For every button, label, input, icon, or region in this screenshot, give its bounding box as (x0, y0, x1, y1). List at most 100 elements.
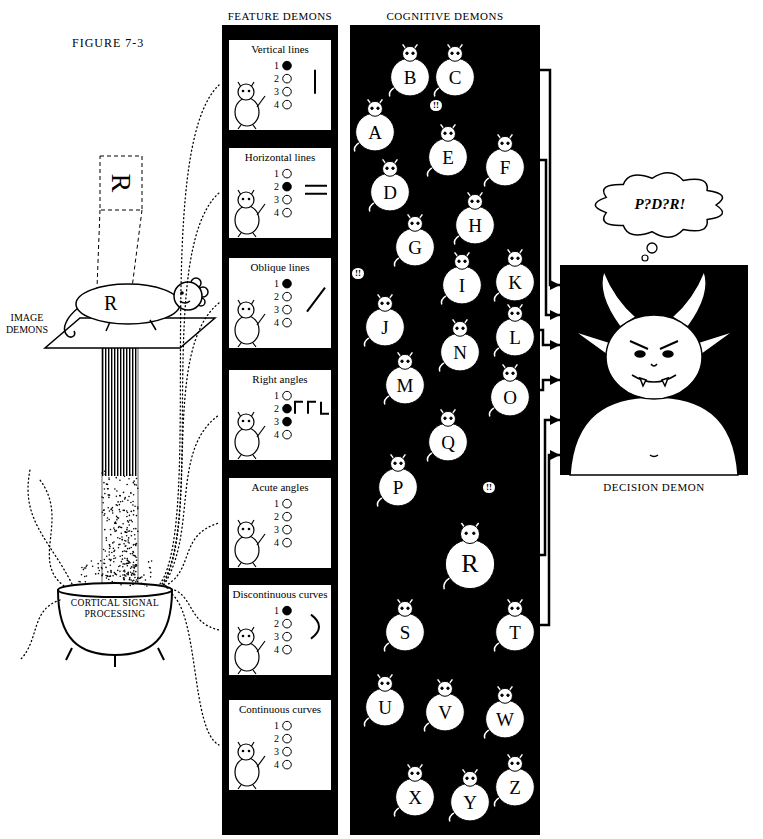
letter-node: X (393, 763, 437, 817)
feature-number: 4 (269, 207, 279, 219)
speckle (116, 495, 118, 497)
demon-eye (511, 257, 513, 259)
feature-number: 4 (269, 537, 279, 549)
speckle (114, 573, 116, 575)
demon-tail (354, 142, 359, 151)
demon-eye (242, 308, 245, 311)
indicator-dot (283, 632, 292, 641)
demon-eye (635, 351, 645, 357)
demon-eye (411, 772, 413, 774)
speckle (135, 571, 137, 573)
letter-node: V (423, 678, 467, 732)
demon-tail (484, 177, 489, 186)
speckle (104, 488, 106, 490)
demon-eye (417, 772, 419, 774)
speckle (126, 558, 128, 560)
demon-head (238, 629, 254, 645)
letter-node: Y (448, 768, 492, 822)
indicator-dot (283, 404, 292, 413)
speckle (107, 517, 109, 519)
speckle (105, 537, 107, 539)
speckle (119, 555, 121, 557)
speckle (103, 509, 105, 511)
image-demon (45, 278, 215, 348)
demon-eye (663, 351, 673, 357)
feature-number: 4 (269, 317, 279, 329)
demon-eye (450, 417, 452, 419)
speckle (85, 565, 87, 567)
speech-bubble: !! (483, 482, 495, 493)
demon-eye (507, 694, 509, 696)
feature-number: 3 (269, 194, 279, 206)
demon-eye (473, 532, 475, 534)
demon-head (448, 46, 463, 61)
demon-letter: G (393, 238, 437, 257)
speckle (108, 497, 110, 499)
demon-eye (242, 635, 245, 638)
speckle (124, 550, 126, 552)
demon-head (463, 771, 478, 786)
speckle (118, 526, 120, 528)
demon-eye (242, 90, 245, 93)
speckle (110, 534, 112, 536)
demon-eye (501, 142, 503, 144)
feature-title: Right angles (232, 373, 328, 386)
demon-body (235, 206, 259, 234)
indicator-dot (283, 100, 292, 109)
speckle (117, 570, 119, 572)
feature-number: 2 (269, 733, 279, 745)
column-edge (102, 326, 138, 585)
speckle (133, 567, 135, 569)
demon-body (235, 758, 259, 786)
feature-number: 1 (269, 605, 279, 617)
speckle (125, 575, 127, 577)
speckle (123, 577, 125, 579)
demon-eye (394, 462, 396, 464)
speckle (104, 470, 106, 472)
speckle (130, 492, 132, 494)
speckle (121, 539, 123, 541)
speckle (85, 581, 87, 583)
demon-tail (439, 362, 444, 371)
speckle (106, 520, 108, 522)
feature-node: Right angles1234 (229, 370, 331, 460)
speckle (108, 579, 110, 581)
demon-body (570, 397, 738, 475)
speckle (135, 581, 137, 583)
demon-letter: E (426, 148, 470, 167)
decision-thought: P?D?R! (612, 195, 708, 213)
speckle (122, 558, 124, 560)
speckle (119, 571, 121, 573)
speckle (125, 531, 127, 533)
image-letter: R (104, 291, 117, 315)
speckle (133, 480, 135, 482)
band-node: COGNITIVE DEMONSABCDEFGHIJKLMNOPQRSTUVWX… (350, 25, 540, 835)
speckle (104, 559, 106, 561)
indicator-dot (283, 512, 292, 521)
projected-letter: R (104, 170, 138, 196)
demon-eye (417, 222, 419, 224)
speckle (129, 578, 131, 580)
speckle (122, 509, 124, 511)
speckle (119, 575, 121, 577)
letter-node: F (483, 133, 527, 187)
decision-node: DECISION DEMON (560, 265, 748, 475)
speckle (119, 538, 121, 540)
speckle (126, 516, 128, 518)
speech-bubble: !! (352, 268, 364, 279)
speckle (78, 581, 80, 583)
speckle (130, 553, 132, 555)
feature-number: 2 (269, 618, 279, 630)
speckle (115, 523, 117, 525)
speckles (78, 470, 152, 586)
demon-head (408, 766, 423, 781)
indicator-dots (283, 391, 292, 439)
demon-letter: D (368, 183, 412, 202)
speckle (119, 509, 121, 511)
speckle (115, 530, 117, 532)
feature-node: Horizontal lines1234 (229, 148, 331, 238)
feature-title: Oblique lines (232, 261, 328, 274)
demon-eye (387, 682, 389, 684)
demon-eye (381, 682, 383, 684)
demon-eye (412, 52, 414, 54)
